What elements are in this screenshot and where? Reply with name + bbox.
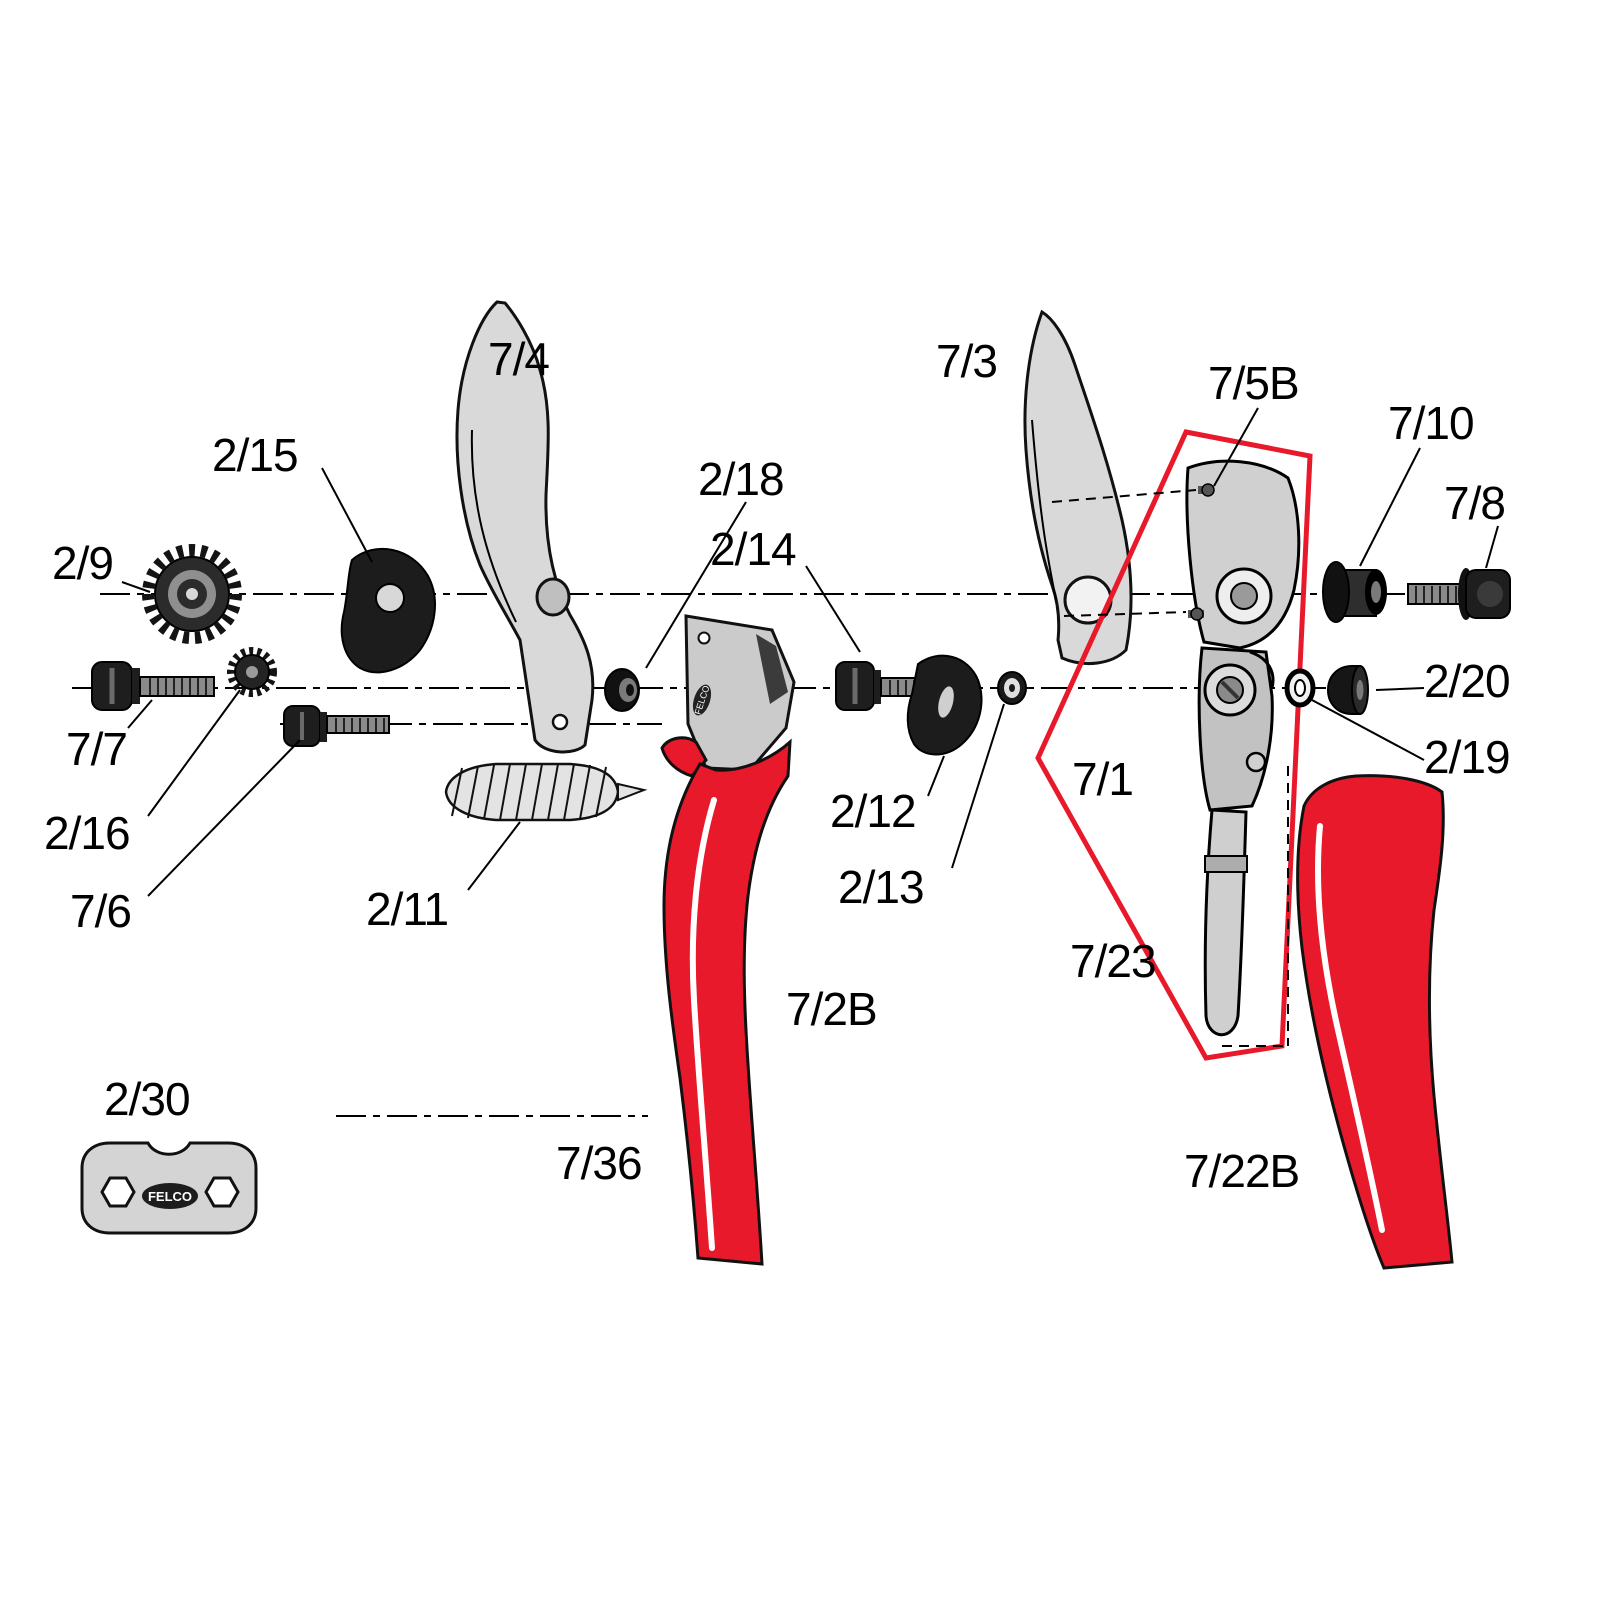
- leader-2-14: [805, 565, 861, 653]
- pin-shape: [1203, 808, 1248, 1037]
- left-handle-shape: [662, 738, 792, 1266]
- left-handle-head: FELCO: [684, 614, 796, 772]
- main-bolt-part: [1407, 568, 1511, 620]
- leader-7-7: [127, 699, 153, 729]
- part-label-bushing-left: 2/18: [698, 453, 785, 505]
- dash-top-screw: [1051, 489, 1197, 503]
- leader-2-18: [645, 501, 747, 669]
- leader-2-13: [951, 703, 1005, 869]
- washer-right-part: [1284, 668, 1316, 708]
- leader-2-11: [467, 821, 521, 891]
- leader-7-6: [147, 739, 301, 897]
- part-label-cap-nut: 2/20: [1424, 655, 1511, 707]
- left-handle-stripe: [689, 797, 717, 1251]
- leader-lines: [121, 407, 1499, 897]
- right-handle-stripe: [1315, 823, 1385, 1233]
- leader-7-8: [1485, 525, 1499, 569]
- part-label-spring: 2/11: [366, 883, 449, 935]
- kit-outline-part: [1035, 429, 1313, 1061]
- leader-2-9: [121, 581, 151, 593]
- bushing-right-part: [1322, 561, 1387, 623]
- wrench-hex-right: [204, 1176, 240, 1208]
- part-label-sprocket: 2/9: [52, 537, 114, 589]
- part-label-left-handle-assembly: 7/36: [556, 1137, 643, 1189]
- sprocket-part: [142, 544, 242, 644]
- part-label-screw-small: 7/6: [70, 885, 132, 937]
- leader-2-15: [321, 467, 373, 563]
- spring-part: [444, 762, 648, 822]
- screw-small-part: [283, 705, 390, 747]
- counter-blade-shape: [455, 300, 595, 754]
- dash-mid-screw: [1063, 611, 1187, 617]
- left-handle-part: [660, 736, 792, 1266]
- cap-nut-part: [1326, 665, 1369, 715]
- part-label-pin: 7/23: [1070, 935, 1157, 987]
- counter-blade-part: [455, 300, 595, 754]
- part-label-washer-right: 2/19: [1424, 731, 1511, 783]
- part-label-cam-plate-left: 2/15: [212, 429, 299, 481]
- cam-plate-right-part: [906, 654, 983, 756]
- bolt-left-part: [91, 661, 215, 711]
- bushing-left-part: [604, 668, 640, 712]
- wrench-hex-left: [100, 1176, 136, 1208]
- part-label-bushing-right: 7/10: [1388, 397, 1475, 449]
- part-label-head: 7/1: [1072, 753, 1134, 805]
- left-handle-hook: [660, 736, 708, 778]
- sector-gear-part: [227, 647, 277, 697]
- part-label-cutting-blade: 7/3: [936, 335, 998, 387]
- head-assembly-part: [1185, 459, 1301, 1037]
- leader-2-16: [147, 689, 241, 817]
- wrench-part: FELCO: [80, 1141, 258, 1235]
- leader-7-10: [1359, 447, 1421, 567]
- part-label-right-handle: 7/22B: [1184, 1145, 1300, 1197]
- right-handle-part: [1296, 774, 1454, 1270]
- part-label-cam-plate-right: 2/12: [830, 785, 917, 837]
- part-label-counter-blade: 7/4: [488, 333, 550, 385]
- leader-2-12: [927, 755, 945, 797]
- leader-2-19: [1311, 699, 1425, 761]
- cutting-blade-part: [1023, 309, 1133, 665]
- construction-lines: [1051, 489, 1289, 1047]
- leader-7-5b: [1213, 407, 1259, 487]
- part-label-washer-small: 2/13: [838, 861, 925, 913]
- part-label-head-kit: 7/5B: [1208, 357, 1300, 409]
- part-label-sector-gear: 2/16: [44, 807, 131, 859]
- wrench-logo-text: FELCO: [148, 1189, 192, 1204]
- kit-outline-shape: [1035, 429, 1313, 1061]
- right-handle-shape: [1296, 774, 1454, 1270]
- leader-2-20: [1375, 687, 1425, 691]
- cam-plate-left-part: [340, 547, 436, 674]
- part-label-bolt-center: 2/14: [710, 523, 797, 575]
- washer-small-part: [997, 671, 1027, 705]
- part-label-main-bolt: 7/8: [1444, 477, 1506, 529]
- part-label-left-handle: 7/2B: [786, 983, 878, 1035]
- part-label-wrench: 2/30: [104, 1073, 191, 1125]
- part-label-bolt-left: 7/7: [66, 723, 128, 775]
